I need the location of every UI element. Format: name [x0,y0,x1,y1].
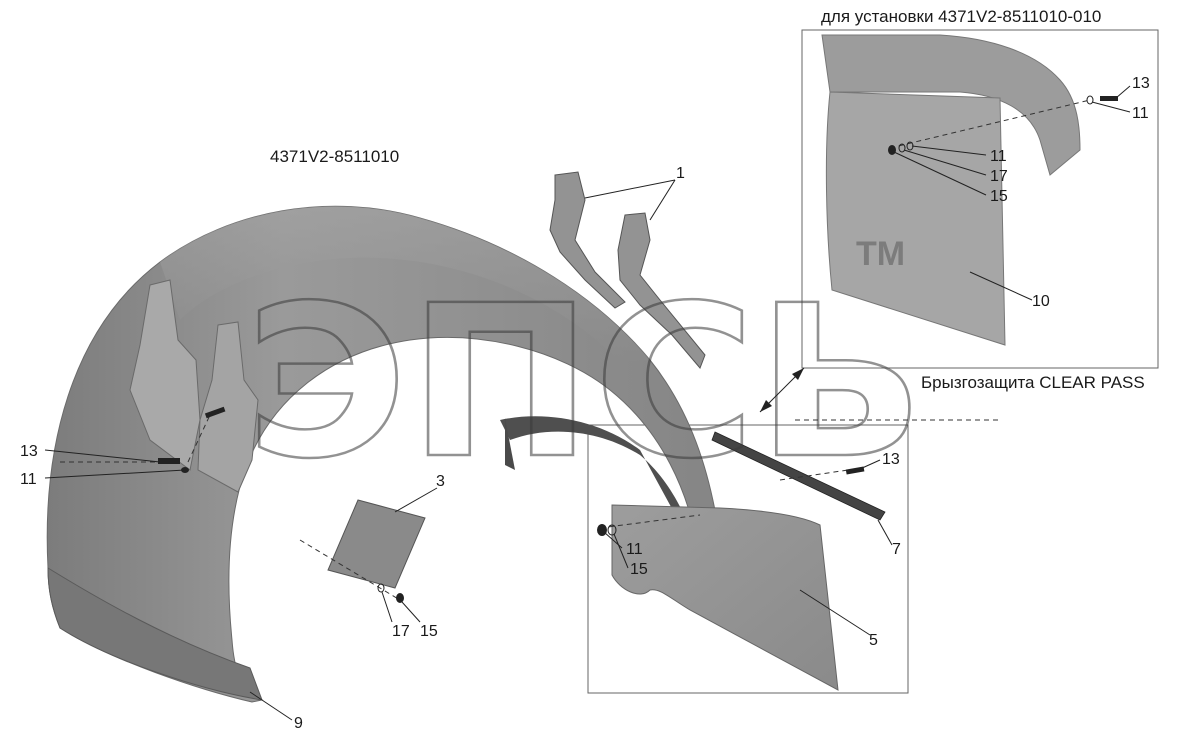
callout-13-left: 13 [20,443,38,460]
callout-11-inset-b: 11 [990,148,1007,165]
bracket-part-1 [549,171,706,369]
assembly-line-splash [599,514,701,529]
inset-caption: Брызгозащита CLEAR PASS [921,373,1145,392]
bolt-13-inset [1100,96,1118,101]
bolt-13-left [158,458,180,464]
assembly-line-13-right [779,469,849,481]
cover-part-3 [327,499,426,589]
washer-11-inset-a [1086,95,1094,105]
watermark: ЭПСЬ TM [244,235,927,506]
callout-5: 5 [869,632,878,649]
callout-9: 9 [294,715,303,732]
inset-frame-clear-pass [801,29,1159,369]
callout-13-inset: 13 [1132,75,1150,92]
inset-title: для установки 4371V2-8511010-010 [821,7,1101,26]
inset-connector-arrow [759,367,805,413]
bolt-bracket [204,406,226,419]
callout-10: 10 [1032,293,1050,310]
callout-1: 1 [676,165,685,182]
washer-17-inset [898,143,906,153]
nut-15-inset [888,145,896,155]
callout-7: 7 [892,541,901,558]
callout-15-bottom: 15 [420,623,438,640]
assembly-line-inset [889,99,1091,149]
splash-guard-frame [587,424,909,694]
main-assembly-title: 4371V2-8511010 [270,147,399,166]
callout-11-inset-a: 11 [1132,105,1149,122]
callout-15-inset: 15 [990,188,1008,205]
washer-17-bottom [377,583,385,593]
nut-15-bottom [396,593,404,603]
assembly-line-cover [299,539,401,601]
watermark-tm: TM [856,235,905,273]
callout-11-left: 11 [20,471,37,488]
callout-3: 3 [436,473,445,490]
strip-part-7 [711,431,886,521]
callout-17-inset: 17 [990,168,1008,185]
fender-part-9 [46,205,723,703]
callout-15-mid: 15 [630,561,648,578]
fastener-bolts [158,95,1118,603]
watermark-logo: ЭПСЬ [245,260,925,505]
callout-17-bottom: 17 [392,623,410,640]
washer-11-mid [597,524,607,536]
callout-11-mid: 11 [626,541,643,558]
callout-13-right: 13 [882,451,900,468]
splash-guard-part-5 [611,504,839,691]
washer-15-mid [607,524,617,536]
bolt-13-right [845,466,865,475]
leader-lines [44,85,1131,721]
mudflap-part-10 [821,34,1081,346]
